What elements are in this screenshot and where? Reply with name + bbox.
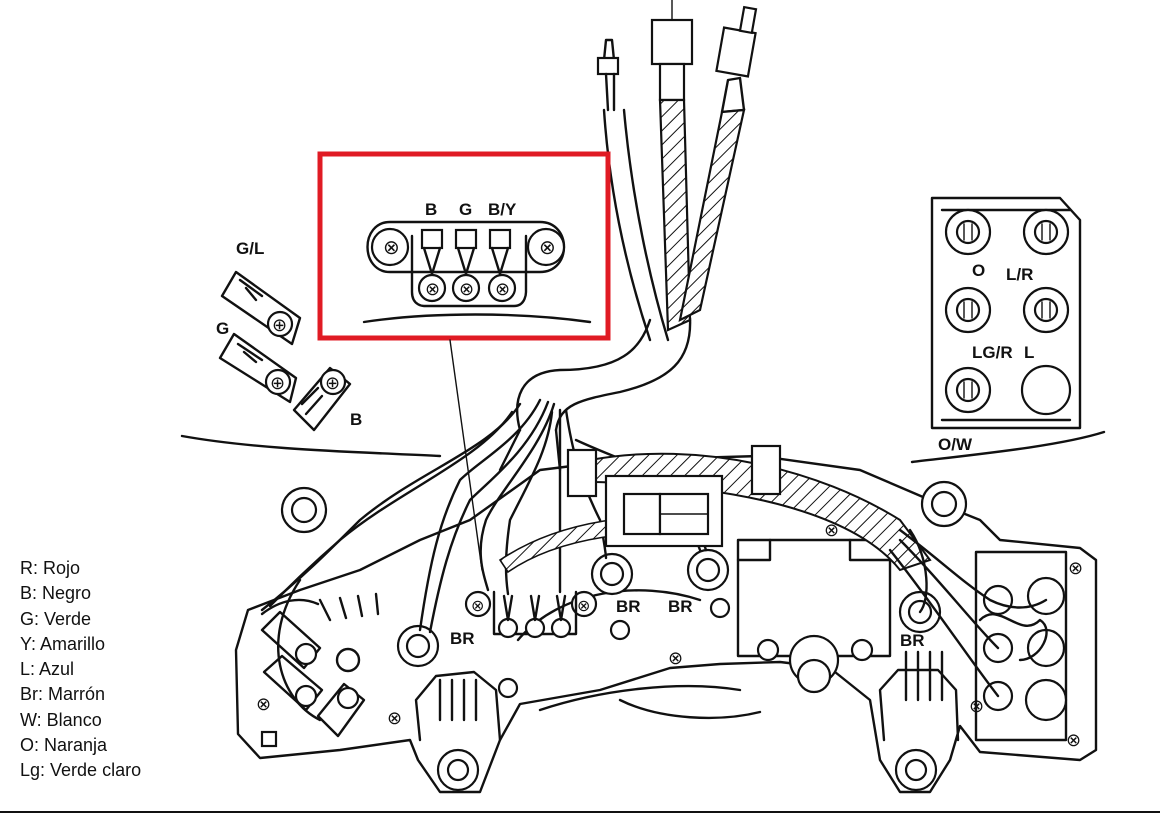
legend-item: Lg: Verde claro: [20, 760, 142, 781]
meter-housing: ⊗⊗⊗ ⊗⊗⊗ ⊗⊗ ⊗ ⊗: [234, 454, 1098, 794]
legend-item: Y: Amarillo: [20, 633, 106, 654]
right-block-detail: O L/R LG/R L O/W: [910, 196, 1106, 464]
top-connector: ⊗ ⊗ ⊗ ⊗ ⊗ B G B/Y: [362, 200, 592, 324]
right-label-lr: L/R: [1006, 265, 1033, 284]
highlight-box: [317, 151, 611, 341]
right-label-l: L: [1024, 343, 1034, 362]
color-legend: R: Rojo B: Negro G: Verde Y: Amarillo L:…: [20, 556, 141, 784]
right-label-o: O: [972, 261, 985, 280]
legend-item: W: Blanco: [20, 709, 102, 730]
legend-item: R: Rojo: [20, 558, 81, 578]
br-label-4: BR: [900, 631, 925, 650]
top-label-by: B/Y: [488, 200, 517, 219]
svg-text:⊕: ⊕: [270, 373, 285, 393]
svg-text:⊕: ⊕: [272, 315, 287, 335]
legend-item: Br: Marrón: [20, 684, 106, 705]
legend-item: B: Negro: [20, 583, 92, 604]
legend-item: O: Naranja: [20, 735, 108, 756]
legend-item: G: Verde: [20, 608, 92, 629]
svg-text:⊗: ⊗: [256, 694, 271, 714]
svg-text:⊗: ⊗: [495, 279, 510, 299]
top-cables: [498, 0, 758, 472]
svg-text:⊗: ⊗: [387, 708, 402, 728]
left-label-g: G: [216, 319, 229, 338]
svg-text:⊕: ⊕: [325, 373, 340, 393]
svg-text:⊗: ⊗: [383, 237, 400, 259]
svg-text:⊗: ⊗: [1066, 730, 1081, 750]
br-label-3: BR: [668, 597, 693, 616]
left-label-b: B: [350, 410, 362, 429]
harness-wires: [260, 398, 1048, 698]
left-terminal-detail: ⊕ ⊕ ⊕ G/L G B: [180, 239, 442, 458]
top-label-b: B: [425, 200, 437, 219]
left-label-gl: G/L: [236, 239, 264, 258]
svg-text:⊗: ⊗: [668, 648, 683, 668]
svg-text:⊗: ⊗: [425, 279, 440, 299]
svg-text:⊗: ⊗: [1068, 558, 1083, 578]
svg-text:⊗: ⊗: [471, 598, 484, 615]
svg-text:⊗: ⊗: [539, 237, 556, 259]
legend-item: L: Azul: [20, 659, 75, 680]
right-label-lgr: LG/R: [972, 343, 1013, 362]
br-label-2: BR: [616, 597, 641, 616]
right-label-ow: O/W: [938, 435, 973, 454]
br-label-1: BR: [450, 629, 475, 648]
svg-text:⊗: ⊗: [459, 279, 474, 299]
top-label-g: G: [459, 200, 472, 219]
svg-text:⊗: ⊗: [824, 520, 839, 540]
svg-text:⊗: ⊗: [577, 598, 590, 615]
